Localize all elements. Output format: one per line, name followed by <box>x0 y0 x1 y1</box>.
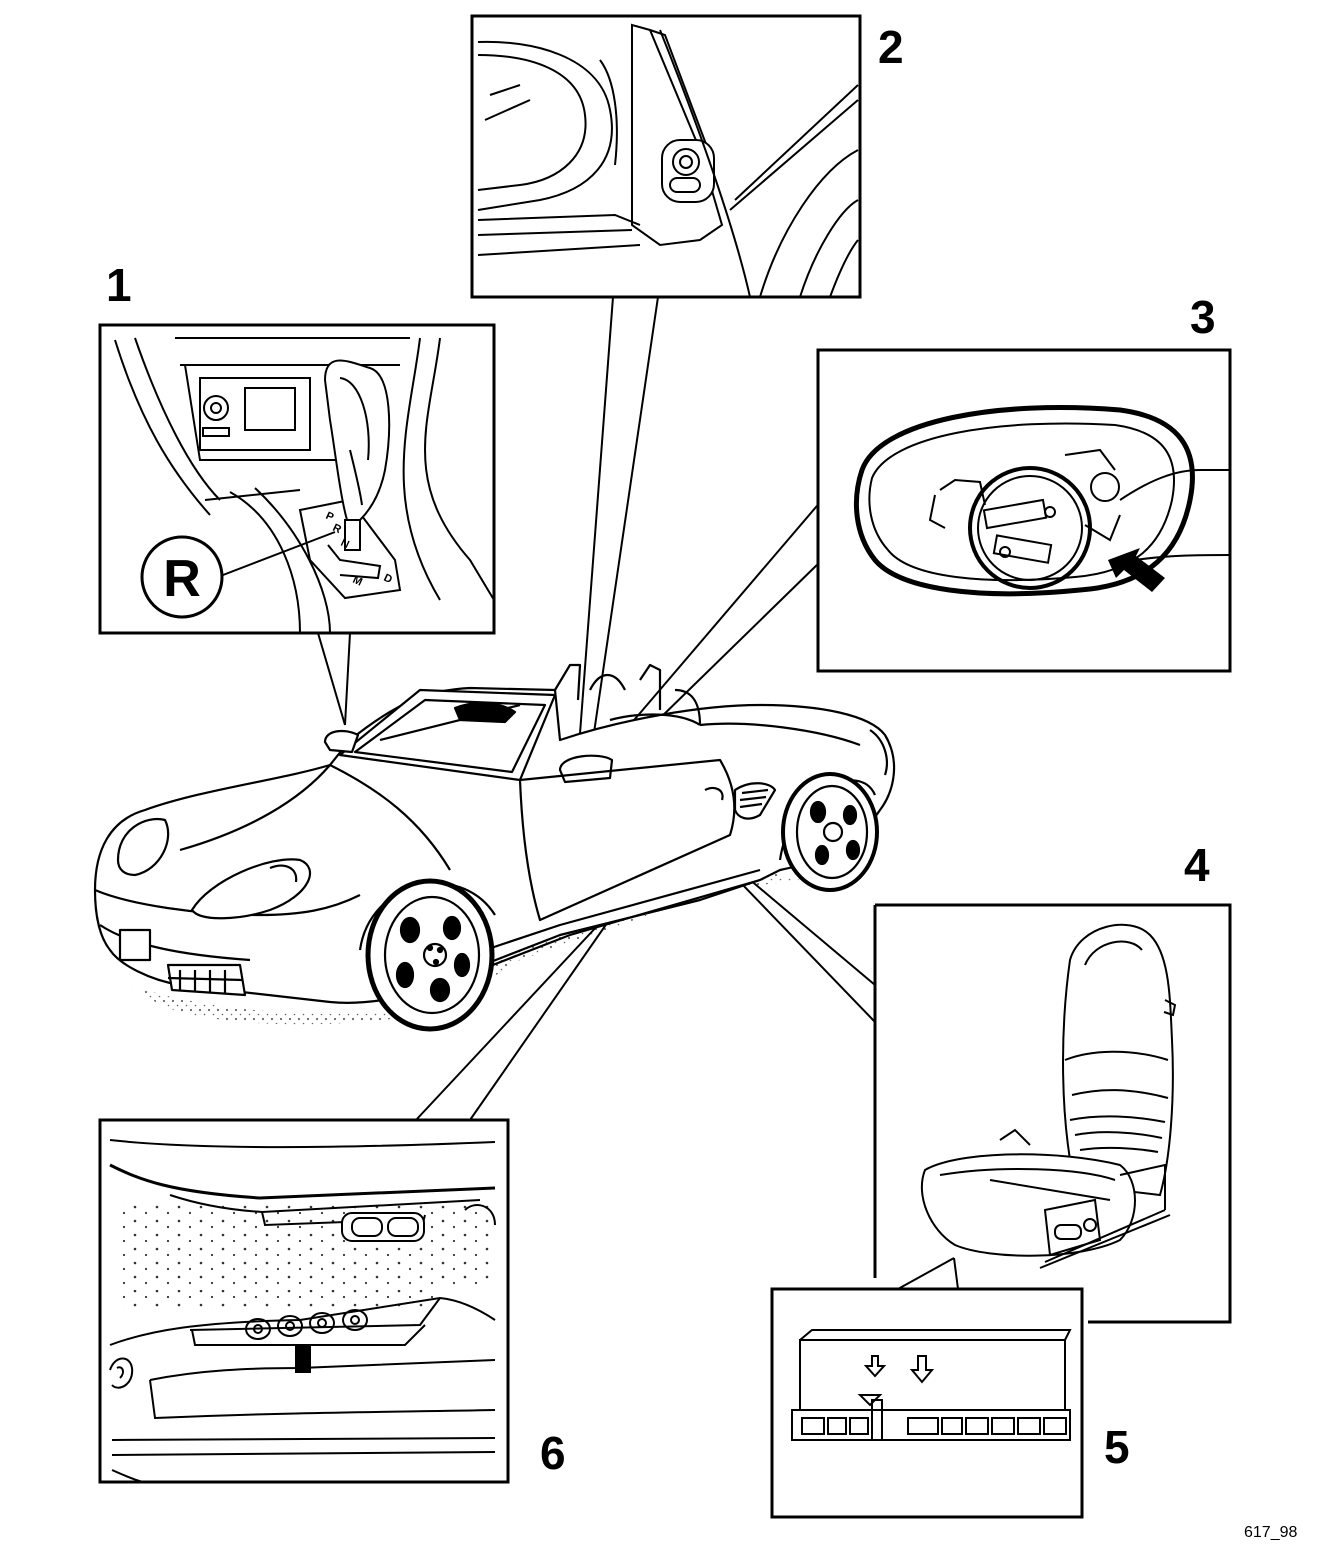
panel-4-frame <box>873 903 1232 1324</box>
callout-6: 6 <box>540 1427 566 1479</box>
leader-lines <box>317 296 959 1290</box>
r-position-badge <box>140 535 224 619</box>
panel-4-seat <box>873 903 1232 1324</box>
callout-4: 4 <box>1184 839 1210 891</box>
panel-5-frame <box>770 1287 1084 1519</box>
pointer-arrow <box>1108 548 1165 592</box>
panel-6-door-sill <box>98 1118 510 1484</box>
rear-wheel <box>778 772 879 892</box>
panel-5-control-unit <box>770 1287 1084 1519</box>
callout-5: 5 <box>1104 1421 1130 1473</box>
panel-3-frame <box>816 348 1232 673</box>
car-boxster <box>93 663 896 1032</box>
callout-2: 2 <box>878 21 904 73</box>
callout-1: 1 <box>106 259 132 311</box>
gate-letter-p: P <box>324 510 336 524</box>
panel-1-selector-lever: P R N D M R <box>98 323 496 635</box>
panel-2-mirror-switch <box>470 14 862 299</box>
panel-3-mirror-motor <box>816 348 1232 673</box>
front-wheel <box>358 878 496 1032</box>
figure-reference: 617_98 <box>1244 1524 1298 1541</box>
r-position-label: R <box>163 550 201 608</box>
callout-3: 3 <box>1190 291 1216 343</box>
